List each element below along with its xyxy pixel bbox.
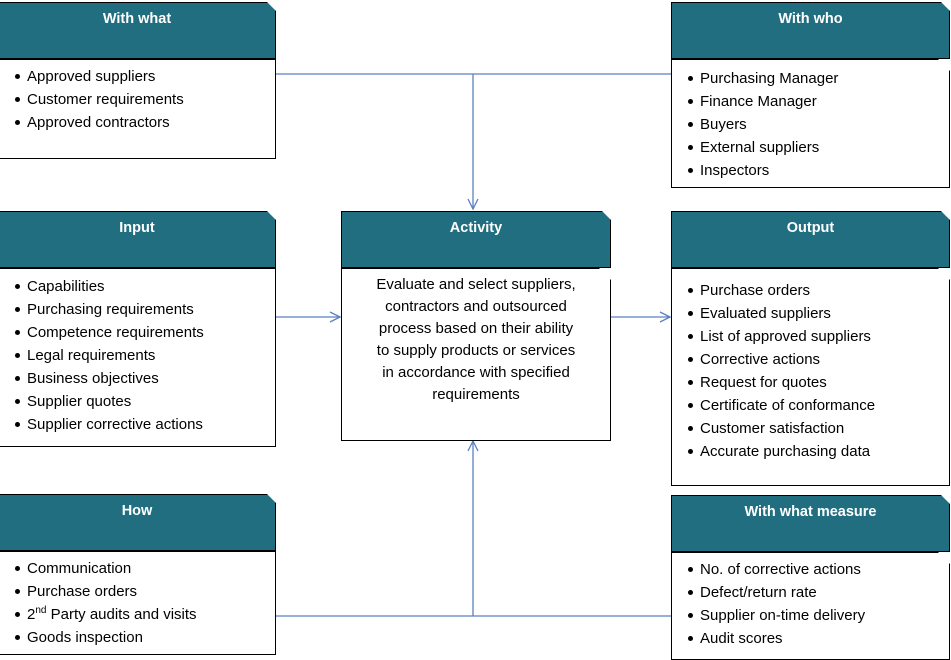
list-item: Inspectors bbox=[672, 159, 949, 182]
list-item: Approved suppliers bbox=[0, 65, 275, 88]
output-title: Output bbox=[786, 220, 835, 236]
list-item: Legal requirements bbox=[0, 344, 275, 367]
list-item: External suppliers bbox=[672, 136, 949, 159]
output-header: Output bbox=[671, 211, 950, 268]
list-item: List of approved suppliers bbox=[672, 325, 949, 348]
list-item: Supplier on-time delivery bbox=[672, 604, 949, 627]
list-item: Request for quotes bbox=[672, 371, 949, 394]
with-who-body: Purchasing Manager Finance Manager Buyer… bbox=[671, 59, 950, 188]
with-what-title: With what bbox=[102, 11, 172, 27]
with-what-body: Approved suppliers Customer requirements… bbox=[0, 59, 276, 159]
input-list: Capabilities Purchasing requirements Com… bbox=[0, 275, 275, 436]
list-item: Approved contractors bbox=[0, 111, 275, 134]
list-item: 2nd Party audits and visits bbox=[0, 603, 275, 626]
with-who-title: With who bbox=[778, 11, 843, 27]
list-item: Purchasing requirements bbox=[0, 298, 275, 321]
list-item: No. of corrective actions bbox=[672, 558, 949, 581]
list-item: Customer satisfaction bbox=[672, 417, 949, 440]
list-item: Capabilities bbox=[0, 275, 275, 298]
list-item: Competence requirements bbox=[0, 321, 275, 344]
list-item: Finance Manager bbox=[672, 90, 949, 113]
how-title: How bbox=[121, 503, 153, 519]
list-item: Purchase orders bbox=[672, 279, 949, 302]
with-what-list: Approved suppliers Customer requirements… bbox=[0, 65, 275, 134]
measure-list: No. of corrective actions Defect/return … bbox=[672, 558, 949, 650]
list-item: Evaluated suppliers bbox=[672, 302, 949, 325]
list-item: Communication bbox=[0, 557, 275, 580]
list-item: Corrective actions bbox=[672, 348, 949, 371]
list-item: Audit scores bbox=[672, 627, 949, 650]
list-item: Business objectives bbox=[0, 367, 275, 390]
measure-title: With what measure bbox=[744, 504, 877, 520]
list-item: Buyers bbox=[672, 113, 949, 136]
activity-header: Activity bbox=[341, 211, 611, 268]
measure-body: No. of corrective actions Defect/return … bbox=[671, 552, 950, 660]
activity-body: Evaluate and select suppliers, contracto… bbox=[341, 268, 611, 441]
list-item: Accurate purchasing data bbox=[672, 440, 949, 463]
activity-description: Evaluate and select suppliers, contracto… bbox=[376, 276, 576, 403]
list-item: Purchasing Manager bbox=[672, 67, 949, 90]
list-item: Goods inspection bbox=[0, 626, 275, 649]
list-item: Certificate of conformance bbox=[672, 394, 949, 417]
list-item: Supplier quotes bbox=[0, 390, 275, 413]
with-who-list: Purchasing Manager Finance Manager Buyer… bbox=[672, 67, 949, 182]
measure-header: With what measure bbox=[671, 495, 950, 552]
output-list: Purchase orders Evaluated suppliers List… bbox=[672, 279, 949, 463]
with-who-header: With who bbox=[671, 2, 950, 59]
how-list: Communication Purchase orders 2nd Party … bbox=[0, 557, 275, 649]
list-item: Customer requirements bbox=[0, 88, 275, 111]
list-item: Supplier corrective actions bbox=[0, 413, 275, 436]
how-body: Communication Purchase orders 2nd Party … bbox=[0, 551, 276, 655]
how-header: How bbox=[0, 494, 276, 551]
with-what-header: With what bbox=[0, 2, 276, 59]
list-item: Purchase orders bbox=[0, 580, 275, 603]
list-item: Defect/return rate bbox=[672, 581, 949, 604]
input-header: Input bbox=[0, 211, 276, 268]
activity-title: Activity bbox=[449, 220, 503, 236]
input-title: Input bbox=[119, 220, 155, 236]
output-body: Purchase orders Evaluated suppliers List… bbox=[671, 268, 950, 486]
input-body: Capabilities Purchasing requirements Com… bbox=[0, 268, 276, 447]
